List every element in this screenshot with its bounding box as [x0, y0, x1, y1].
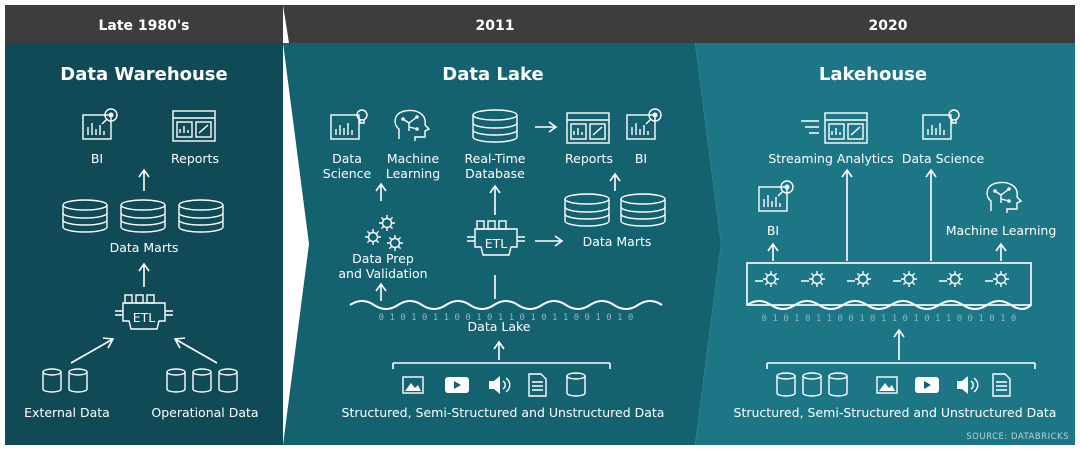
label-ml-2: Learning — [386, 166, 440, 181]
label-prep-1: Data Prep — [352, 251, 414, 266]
label-etl: ETL — [485, 236, 508, 251]
label-data-marts: Data Marts — [110, 240, 179, 255]
title-data-lake: Data Lake — [442, 64, 543, 85]
era-1: Late 1980's — [98, 18, 189, 34]
label-data-lake: Data Lake — [468, 319, 531, 334]
arrow-up-icon — [138, 262, 150, 287]
label-ml: Machine Learning — [946, 223, 1057, 238]
arrow-up-icon — [375, 182, 387, 201]
arrow-right-icon — [535, 235, 564, 247]
label-data-science-2: Science — [323, 166, 372, 181]
label-etl: ETL — [133, 310, 156, 325]
label-sources: Structured, Semi-Structured and Unstruct… — [342, 405, 665, 420]
arrow-up-icon — [925, 168, 937, 261]
arrow-diagonal-icon — [173, 337, 218, 364]
label-ml-1: Machine — [387, 151, 440, 166]
streaming-analytics-icon — [801, 112, 868, 144]
panel-3-background — [695, 43, 1075, 445]
arrow-up-icon — [609, 172, 621, 191]
label-bi: BI — [767, 223, 779, 238]
gear-row — [755, 270, 1010, 288]
label-rtdb-1: Real-Time — [465, 151, 526, 166]
header-bar-1 — [5, 5, 283, 43]
arrow-up-icon — [138, 168, 150, 191]
label-reports: Reports — [171, 151, 219, 166]
arrow-up-icon — [493, 340, 505, 360]
arrow-up-icon — [995, 242, 1007, 261]
architecture-evolution-diagram: Late 1980's 2011 2020 Data Warehouse BI … — [5, 5, 1075, 445]
arrow-up-icon — [841, 168, 853, 261]
bracket-ends — [766, 363, 1036, 369]
label-sources: Structured, Semi-Structured and Unstruct… — [734, 405, 1057, 420]
lakehouse-wave — [746, 300, 1032, 310]
label-reports: Reports — [565, 151, 613, 166]
label-streaming: Streaming Analytics — [768, 151, 893, 166]
video-icon — [445, 377, 469, 393]
video-icon — [915, 377, 939, 393]
label-bi: BI — [91, 151, 103, 166]
label-prep-2: and Validation — [338, 266, 427, 281]
arrow-up-icon — [767, 242, 779, 261]
label-rtdb-2: Database — [465, 166, 525, 181]
arrow-up-icon — [489, 184, 501, 215]
arrow-up-icon — [375, 282, 387, 301]
binary-stream: 0 1 0 1 0 1 1 0 0 1 0 1 1 0 1 0 1 1 0 0 … — [379, 313, 634, 323]
header-bar-2 — [283, 5, 703, 43]
arrow-right-icon — [535, 121, 558, 133]
label-external-data: External Data — [24, 405, 110, 420]
title-data-warehouse: Data Warehouse — [60, 64, 227, 85]
arrow-diagonal-icon — [70, 337, 115, 364]
panel-2-background — [283, 43, 721, 445]
title-lakehouse: Lakehouse — [819, 64, 927, 85]
bracket-ends — [392, 363, 611, 369]
arrow-up-icon — [893, 328, 905, 360]
era-2: 2011 — [476, 18, 515, 34]
era-3: 2020 — [869, 18, 908, 34]
binary-stream: 0 1 0 1 0 1 1 0 0 1 0 1 1 0 1 0 1 1 0 0 … — [762, 314, 1017, 324]
label-data-science-1: Data — [332, 151, 362, 166]
header-bar-3 — [695, 5, 1075, 43]
source-credit: SOURCE: DATABRICKS — [966, 432, 1069, 442]
label-operational-data: Operational Data — [151, 405, 258, 420]
diagram-canvas: Late 1980's 2011 2020 Data Warehouse BI … — [5, 5, 1075, 445]
label-bi: BI — [635, 151, 647, 166]
data-lake-wave — [349, 300, 663, 310]
label-data-marts: Data Marts — [583, 234, 652, 249]
lakehouse-layer-box — [746, 262, 1032, 306]
label-data-science: Data Science — [902, 151, 985, 166]
